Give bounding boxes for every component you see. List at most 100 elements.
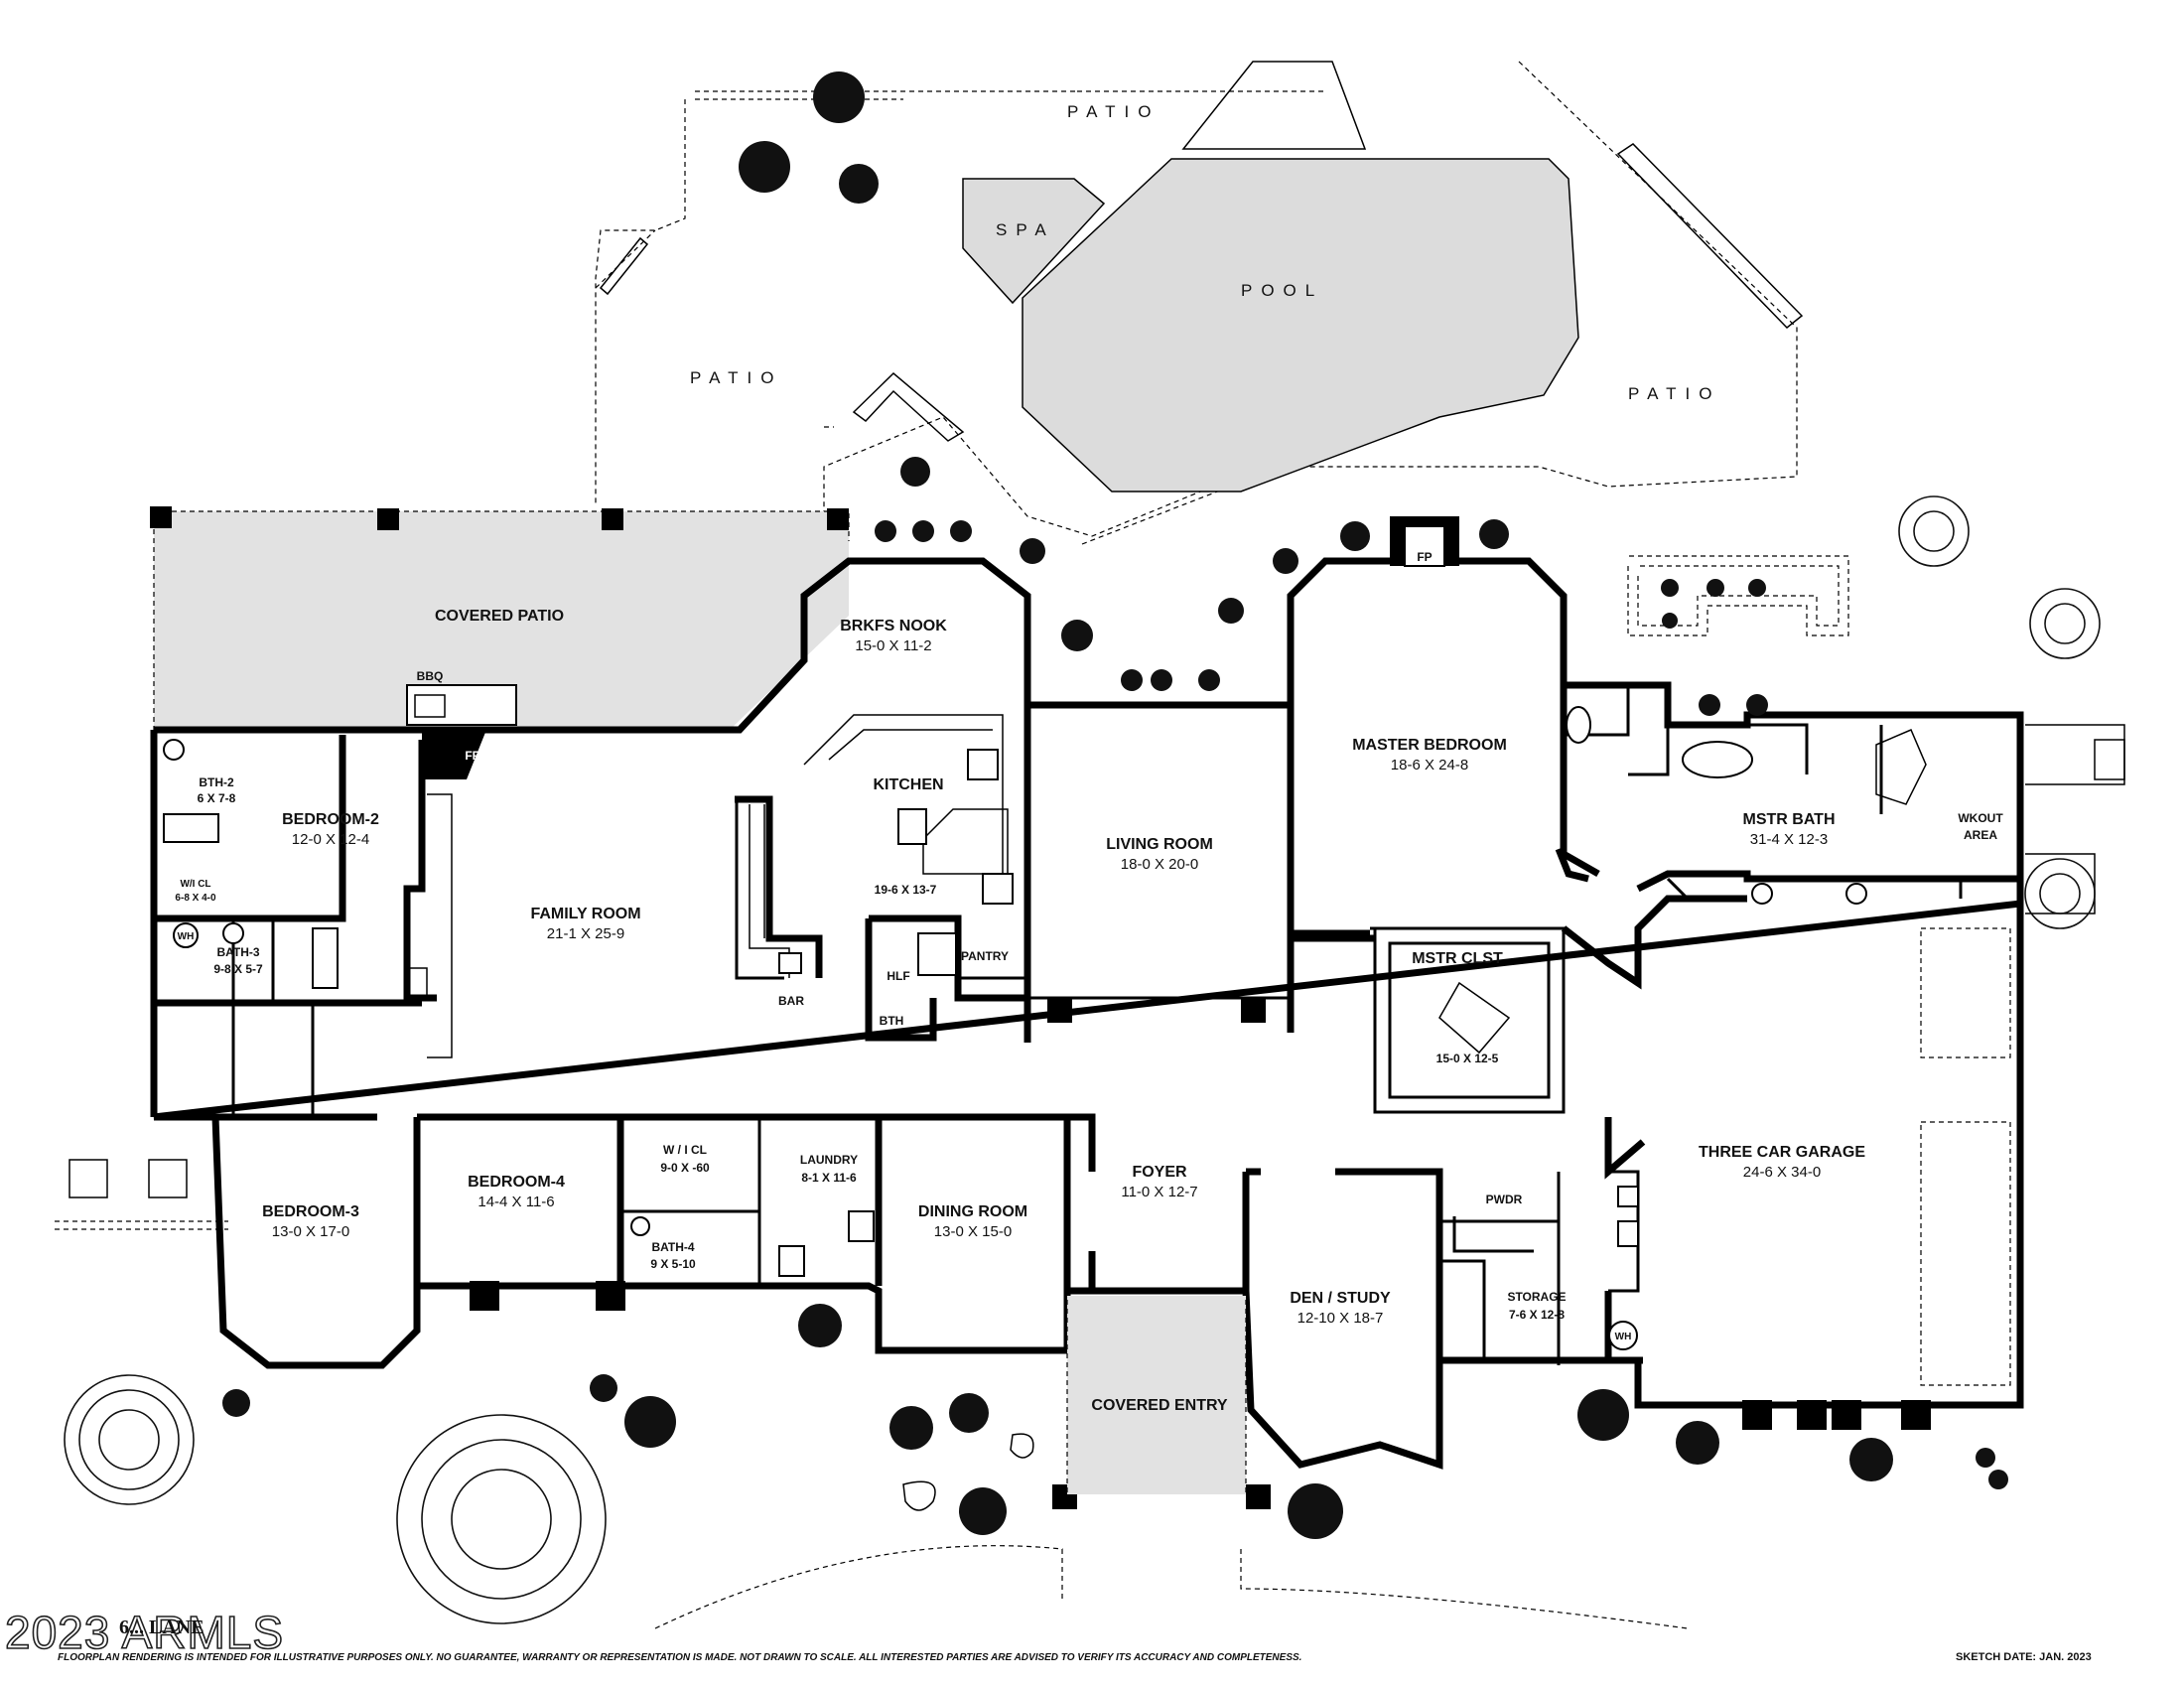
- foyer: FOYER 11-0 X 12-7: [1121, 1164, 1197, 1200]
- dining-room: DINING ROOM 13-0 X 15-0: [918, 1203, 1027, 1240]
- outdoor-labels: PATIO PATIO PATIO SPA POOL: [690, 102, 1721, 403]
- patio-column: [377, 508, 399, 530]
- bath2-name: BTH-2: [199, 775, 234, 789]
- bedroom3-size: 13-0 X 17-0: [272, 1223, 349, 1240]
- garage-name: THREE CAR GARAGE: [1699, 1144, 1865, 1161]
- covered-patio-label: COVERED PATIO: [435, 608, 564, 625]
- tree: [2029, 588, 2101, 659]
- den-study: DEN / STUDY 12-10 X 18-7: [1290, 1290, 1391, 1327]
- family-room-size: 21-1 X 25-9: [547, 925, 624, 942]
- covered-entry-label: COVERED ENTRY: [1091, 1397, 1228, 1414]
- storage-name: STORAGE: [1507, 1290, 1566, 1304]
- covered-patio: COVERED PATIO BBQ: [150, 506, 850, 730]
- wh2-label: WH: [1615, 1332, 1632, 1342]
- storage-size: 7-6 X 12-8: [1509, 1308, 1565, 1322]
- foyer-size: 11-0 X 12-7: [1121, 1184, 1197, 1200]
- bath3-name: BATH-3: [216, 945, 259, 959]
- wicl-b2-name: W/I CL: [180, 879, 210, 890]
- wicl-bedroom4: W / I CL 9-0 X -60: [660, 1143, 710, 1175]
- landscaping: [64, 71, 2101, 1624]
- bath-4: BATH-4 9 X 5-10: [650, 1240, 696, 1271]
- shrub: [900, 457, 930, 487]
- spa: [962, 178, 1106, 305]
- tree: [1898, 495, 1970, 567]
- wicl-bedroom2: W/I CL 6-8 X 4-0: [175, 879, 216, 904]
- covered-entry: [1066, 1291, 1247, 1494]
- dining-room-size: 13-0 X 15-0: [934, 1223, 1012, 1240]
- tree: [396, 1414, 607, 1624]
- pantry-label: PANTRY: [961, 949, 1009, 963]
- bath-3: BATH-3 9-8 X 5-7: [213, 945, 263, 976]
- bath3-size: 9-8 X 5-7: [213, 962, 263, 976]
- watermark: 2023 ARMLS: [5, 1607, 284, 1658]
- spa-label: SPA: [996, 220, 1055, 239]
- bedroom-3: BEDROOM-3 13-0 X 17-0: [262, 1203, 359, 1240]
- kitchen-name: KITCHEN: [873, 776, 943, 793]
- patio-left-label: PATIO: [690, 368, 783, 387]
- bedroom-2: BEDROOM-2 12-0 X 12-4: [282, 811, 379, 848]
- pool-label: POOL: [1241, 281, 1323, 300]
- laundry-size: 8-1 X 11-6: [801, 1171, 857, 1185]
- bedroom-4: BEDROOM-4 14-4 X 11-6: [468, 1174, 565, 1210]
- mstr-clst-name: MSTR CLST: [1412, 950, 1503, 967]
- bbq-label: BBQ: [417, 669, 444, 683]
- brkfs-nook-size: 15-0 X 11-2: [855, 637, 931, 654]
- address: 6... LANE: [119, 1617, 205, 1638]
- shrub: [813, 71, 865, 123]
- mstr-bath: MSTR BATH 31-4 X 12-3: [1742, 811, 1835, 848]
- den-study-name: DEN / STUDY: [1290, 1290, 1391, 1307]
- bath4-size: 9 X 5-10: [650, 1257, 696, 1271]
- family-room-name: FAMILY ROOM: [530, 906, 640, 922]
- patio-column: [602, 508, 623, 530]
- patio-top-label: PATIO: [1067, 102, 1160, 121]
- family-fp-label: FP: [465, 749, 479, 763]
- living-room-size: 18-0 X 20-0: [1121, 856, 1198, 873]
- mstr-bath-name: MSTR BATH: [1742, 811, 1835, 828]
- bath4-name: BATH-4: [651, 1240, 694, 1254]
- master-bedroom-size: 18-6 X 24-8: [1391, 757, 1468, 774]
- tree: [64, 1374, 195, 1505]
- master-fp-label: FP: [1417, 550, 1432, 564]
- wkout-name: WKOUT: [1958, 811, 2003, 825]
- patio-right-label: PATIO: [1628, 384, 1721, 403]
- bedroom4-size: 14-4 X 11-6: [478, 1194, 554, 1210]
- foyer-name: FOYER: [1132, 1164, 1187, 1181]
- mstr-bath-size: 31-4 X 12-3: [1750, 831, 1828, 848]
- outdoor-area: [55, 61, 2125, 1629]
- master-bedroom: MASTER BEDROOM 18-6 X 24-8: [1352, 737, 1507, 774]
- brkfs-nook-name: BRKFS NOOK: [840, 618, 947, 634]
- wkout-area: WKOUT AREA: [1958, 811, 2003, 842]
- pool: [1022, 158, 1579, 492]
- family-room: FAMILY ROOM 21-1 X 25-9: [530, 906, 640, 942]
- mstr-clst: MSTR CLST 15-0 X 12-5: [1412, 950, 1503, 1065]
- living-room: LIVING ROOM 18-0 X 20-0: [1106, 836, 1213, 873]
- fixtures: [163, 706, 1927, 1350]
- master-bedroom-name: MASTER BEDROOM: [1352, 737, 1507, 754]
- bbq: [406, 684, 517, 726]
- room-labels: BRKFS NOOK 15-0 X 11-2 KITCHEN 19-6 X 13…: [175, 550, 2003, 1414]
- bth-label: BTH: [880, 1014, 904, 1028]
- footer: 2023 ARMLS 6... LANE FLOORPLAN RENDERING…: [4, 1606, 2092, 1663]
- sketch-date: SKETCH DATE: JAN. 2023: [1956, 1651, 2092, 1663]
- hlf-label: HLF: [887, 969, 909, 983]
- wicl-b2-size: 6-8 X 4-0: [175, 893, 216, 904]
- laundry-name: LAUNDRY: [800, 1153, 858, 1167]
- bath2-size: 6 X 7-8: [198, 791, 236, 805]
- pwdr-label: PWDR: [1486, 1193, 1523, 1206]
- three-car-garage: THREE CAR GARAGE 24-6 X 34-0: [1699, 1144, 1865, 1181]
- living-room-name: LIVING ROOM: [1106, 836, 1213, 853]
- brkfs-nook: BRKFS NOOK 15-0 X 11-2: [840, 618, 947, 654]
- wkout-name2: AREA: [1964, 828, 1997, 842]
- mstr-clst-size: 15-0 X 12-5: [1436, 1052, 1499, 1065]
- disclaimer: FLOORPLAN RENDERING IS INTENDED FOR ILLU…: [58, 1652, 1301, 1663]
- patio-column: [150, 506, 172, 528]
- shrub: [739, 141, 790, 193]
- patio-column: [827, 508, 849, 530]
- storage: STORAGE 7-6 X 12-8: [1507, 1290, 1566, 1322]
- bath-2: BTH-2 6 X 7-8: [198, 775, 236, 805]
- laundry: LAUNDRY 8-1 X 11-6: [800, 1153, 858, 1185]
- wicl-b4-size: 9-0 X -60: [660, 1161, 710, 1175]
- bedroom3-name: BEDROOM-3: [262, 1203, 359, 1220]
- bedroom2-name: BEDROOM-2: [282, 811, 379, 828]
